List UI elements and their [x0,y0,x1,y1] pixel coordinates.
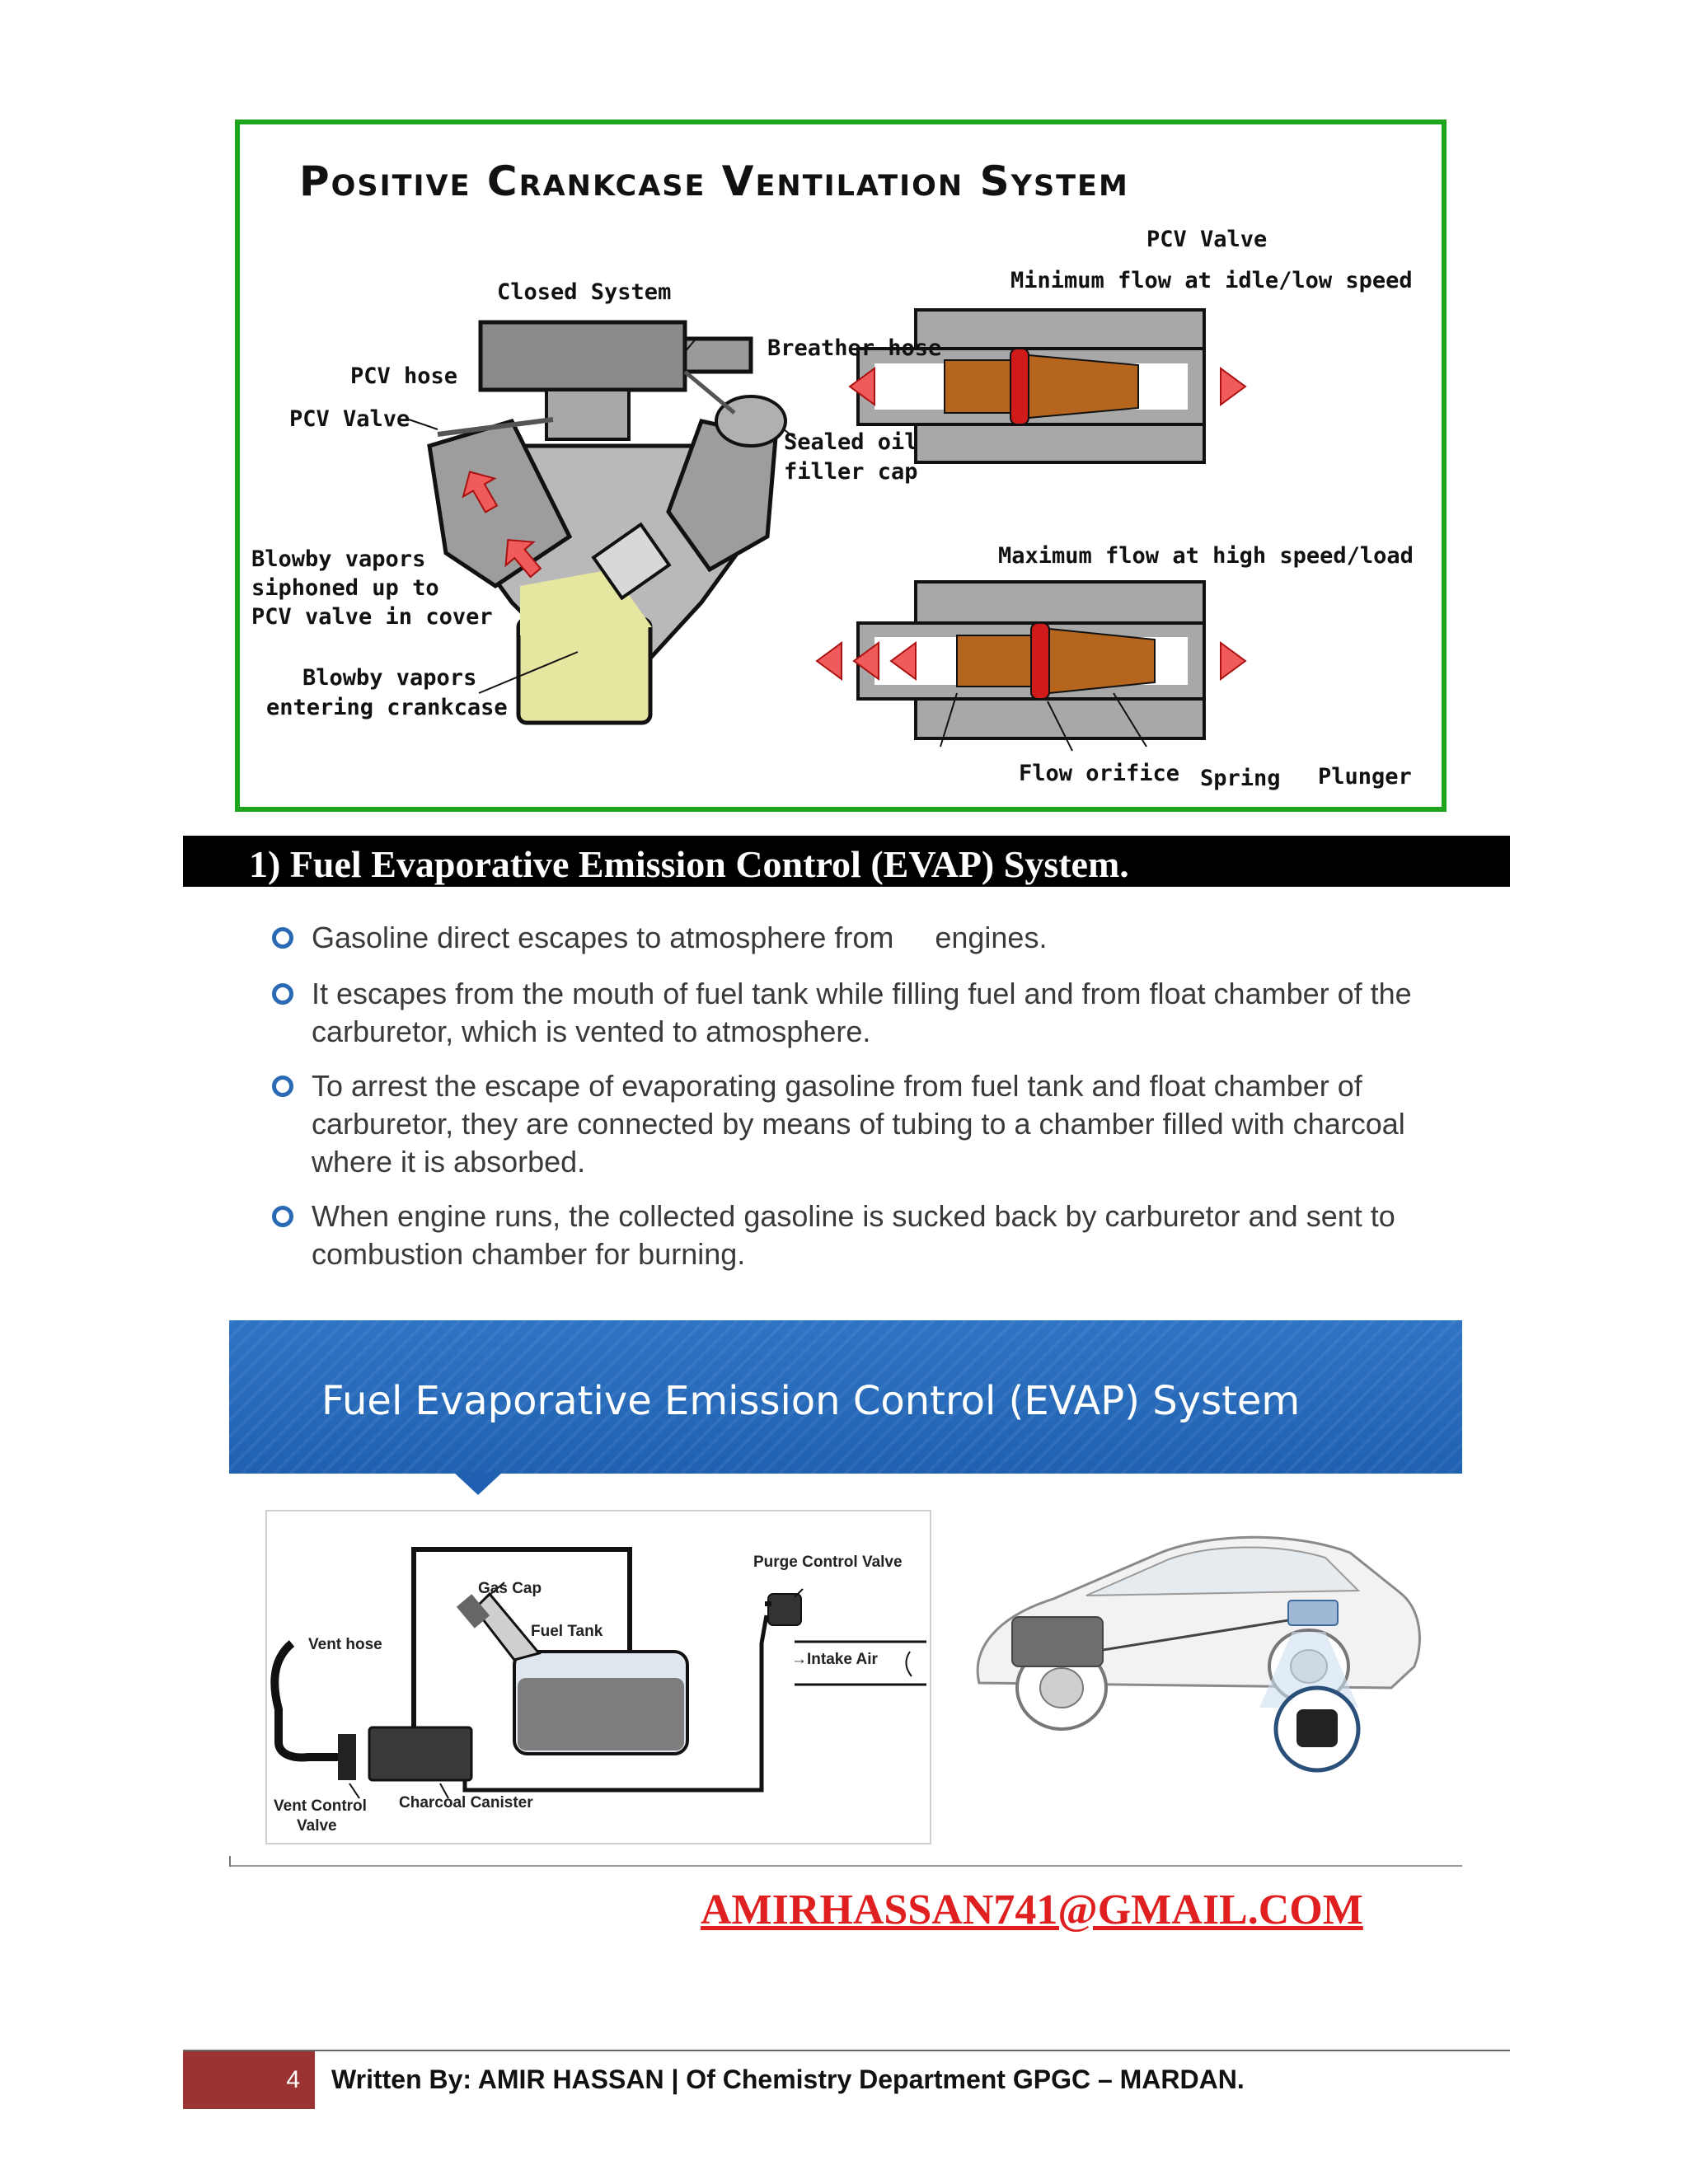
bullet-text: It escapes from the mouth of fuel tank w… [312,977,1412,1048]
fuel-tank-highlight-shape [1287,1600,1339,1626]
label-intake-air: →Intake Air [791,1651,878,1668]
pcv-valve-max-flow-shape [815,580,1247,752]
vent-hose-shape [270,1640,349,1762]
label-plunger: Plunger [1318,764,1412,790]
blowby-arrow-1 [462,471,499,513]
label-vent-control-valve-2: Valve [297,1817,337,1835]
label-blowby-up-3: PCV valve in cover [251,604,493,630]
page-number: 4 [286,2066,300,2093]
blowby-arrow-2 [504,538,542,579]
oil-pan-shape [516,616,653,725]
label-vent-control-valve-1: Vent Control [274,1797,367,1815]
section-heading-bar: 1) Fuel Evaporative Emission Control (EV… [183,836,1510,887]
label-blowby-in-2: entering crankcase [266,695,508,720]
vent-valve-shape [338,1734,356,1780]
purge-valve-shape [767,1593,802,1626]
label-blowby-in-1: Blowby vapors [302,665,477,691]
engine-shape [1011,1616,1104,1667]
arrow-right-icon: → [791,1651,807,1668]
label-closed-system: Closed System [497,279,672,305]
car-windows-shape [1085,1546,1361,1596]
label-blowby-up-1: Blowby vapors [251,546,426,572]
label-charcoal-canister: Charcoal Canister [399,1794,533,1811]
piston-shape [591,522,672,601]
label-sealed-cap-2: filler cap [784,459,918,485]
bullet-text: When engine runs, the collected gasoline… [312,1199,1395,1271]
label-sealed-cap-1: Sealed oil [784,429,918,455]
label-vent-hose: Vent hose [308,1636,382,1653]
slide-corner-tick [229,1856,231,1867]
filler-neck-shape [473,1591,542,1661]
label-fuel-tank: Fuel Tank [531,1623,603,1640]
highlight-beam-shape [1259,1632,1358,1708]
label-breather-hose: Breather hose [767,335,942,361]
label-max-flow: Maximum flow at high speed/load [998,543,1414,569]
bullet-text: To arrest the escape of evaporating gaso… [312,1069,1405,1179]
page-number-box: 4 [183,2051,315,2109]
bullet-text: Gasoline direct escapes to atmosphere fr… [312,921,1048,954]
label-blowby-up-2: siphoned up to [251,575,439,601]
oil-filler-cap-shape [715,395,787,448]
car-illustration-art [976,1535,1421,1773]
footer-author-text: Written By: AMIR HASSAN | Of Chemistry D… [331,2064,1245,2094]
banner-notch [453,1472,503,1495]
air-cleaner-shape [478,320,687,392]
circle-bullet-icon [272,983,293,1005]
label-spring: Spring [1200,766,1281,791]
label-pcv-valve-right: PCV Valve [1146,227,1268,252]
pcv-diagram-art [408,308,1247,752]
charcoal-canister-shape [368,1726,473,1782]
slide-bottom-rule [229,1865,1462,1867]
evap-banner-title: Fuel Evaporative Emission Control (EVAP)… [321,1378,1301,1424]
breather-tube-shape [682,336,753,374]
pcv-title: Positive Crankcase Ventilation System [299,157,1129,205]
evap-banner: Fuel Evaporative Emission Control (EVAP)… [229,1320,1462,1474]
label-purge-control-valve: Purge Control Valve [753,1554,903,1571]
label-pcv-valve-left: PCV Valve [289,406,410,432]
pcv-valve-min-flow-shape [848,308,1247,464]
section-heading: 1) Fuel Evaporative Emission Control (EV… [249,843,1129,885]
canister-closeup-shape [1296,1709,1338,1747]
evap-diagram: Gas Cap Fuel Tank Purge Control Valve →I… [265,1510,931,1844]
label-gas-cap: Gas Cap [478,1580,542,1597]
label-flow-orifice: Flow orifice [1019,761,1180,786]
gas-cap-shape [456,1594,490,1629]
footer-rule [183,2050,1510,2051]
label-pcv-hose: PCV hose [350,363,458,389]
circle-bullet-icon [272,927,293,949]
car-illustration [963,1493,1424,1774]
pcv-figure: Positive Crankcase Ventilation System Cl… [235,120,1447,812]
author-email-link[interactable]: AMIRHASSAN741@GMAIL.COM [701,1886,1363,1933]
label-min-flow: Minimum flow at idle/low speed [1010,268,1413,293]
circle-bullet-icon [272,1206,293,1227]
evap-diagram-art [270,1547,926,1799]
circle-bullet-icon [272,1076,293,1097]
